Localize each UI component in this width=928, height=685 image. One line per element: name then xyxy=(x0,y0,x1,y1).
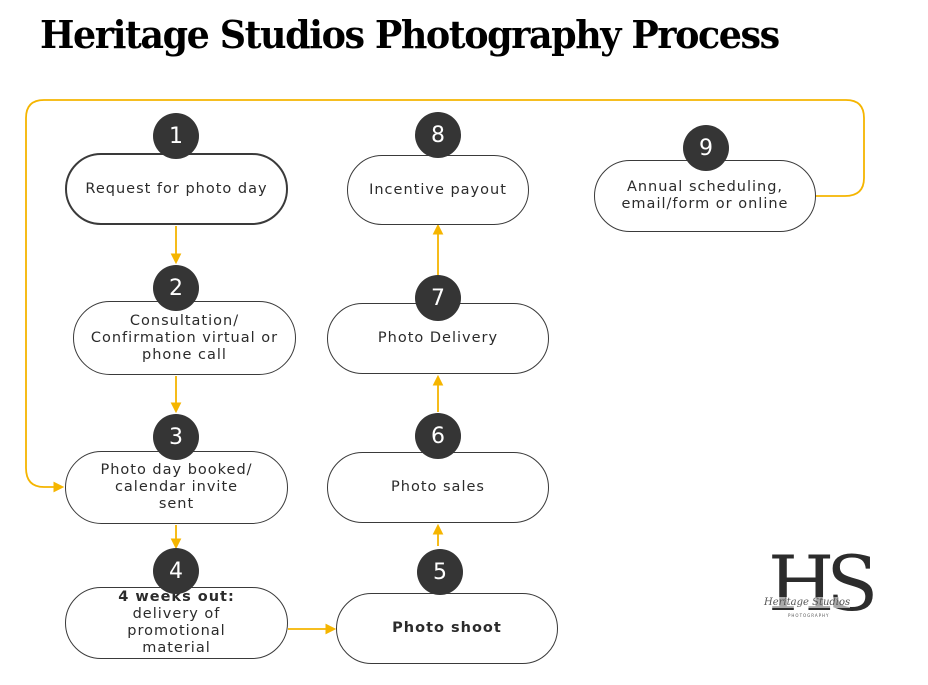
step-9-line-1: Annual scheduling, xyxy=(626,179,784,195)
step-2-box: Consultation/ Confirmation virtual or ph… xyxy=(73,301,296,375)
logo-script: Heritage Studios xyxy=(764,597,851,608)
loop-arrow-9-to-3 xyxy=(25,99,865,493)
step-1-box: Request for photo day xyxy=(65,153,288,225)
step-4-line-2: delivery of xyxy=(132,606,221,622)
step-2-line-3: phone call xyxy=(142,346,227,363)
step-2-line-2: Confirmation virtual or xyxy=(90,329,279,346)
step-2-line-1: Consultation/ xyxy=(129,312,240,329)
step-4-line-1: 4 weeks out: xyxy=(118,589,235,605)
step-6-box: Photo sales xyxy=(327,452,549,523)
step-3-box: Photo day booked/ calendar invite sent xyxy=(65,451,288,524)
step-6-label: Photo sales xyxy=(391,479,485,495)
page-title: Heritage Studios Photography Process xyxy=(40,12,780,57)
step-5-label: Photo shoot xyxy=(392,620,502,636)
step-1-badge: 1 xyxy=(153,113,199,159)
step-4-badge: 4 xyxy=(153,548,199,594)
step-4-line-3: promotional xyxy=(127,623,226,639)
logo-subtitle: PHOTOGRAPHY xyxy=(788,613,830,618)
step-4-line-4: material xyxy=(142,640,211,656)
step-3-line-3: sent xyxy=(158,496,195,512)
step-5-badge: 5 xyxy=(417,549,463,595)
step-7-label: Photo Delivery xyxy=(377,330,499,346)
step-8-label: Incentive payout xyxy=(369,181,507,198)
heritage-studios-logo: HS Heritage Studios PHOTOGRAPHY xyxy=(764,539,878,635)
step-8-box: Incentive payout xyxy=(347,155,529,225)
step-3-line-2: calendar invite xyxy=(114,479,239,495)
logo-monogram: HS xyxy=(768,539,878,628)
step-5-box: Photo shoot xyxy=(336,593,558,664)
step-9-line-2: email/form or online xyxy=(621,196,789,212)
step-3-line-1: Photo day booked/ xyxy=(100,462,253,478)
step-8-badge: 8 xyxy=(415,112,461,158)
step-2-badge: 2 xyxy=(153,265,199,311)
step-7-badge: 7 xyxy=(415,275,461,321)
step-3-badge: 3 xyxy=(153,414,199,460)
step-9-badge: 9 xyxy=(683,125,729,171)
step-4-box: 4 weeks out: delivery of promotional mat… xyxy=(65,587,288,659)
step-6-badge: 6 xyxy=(415,413,461,459)
step-1-label: Request for photo day xyxy=(85,180,268,197)
